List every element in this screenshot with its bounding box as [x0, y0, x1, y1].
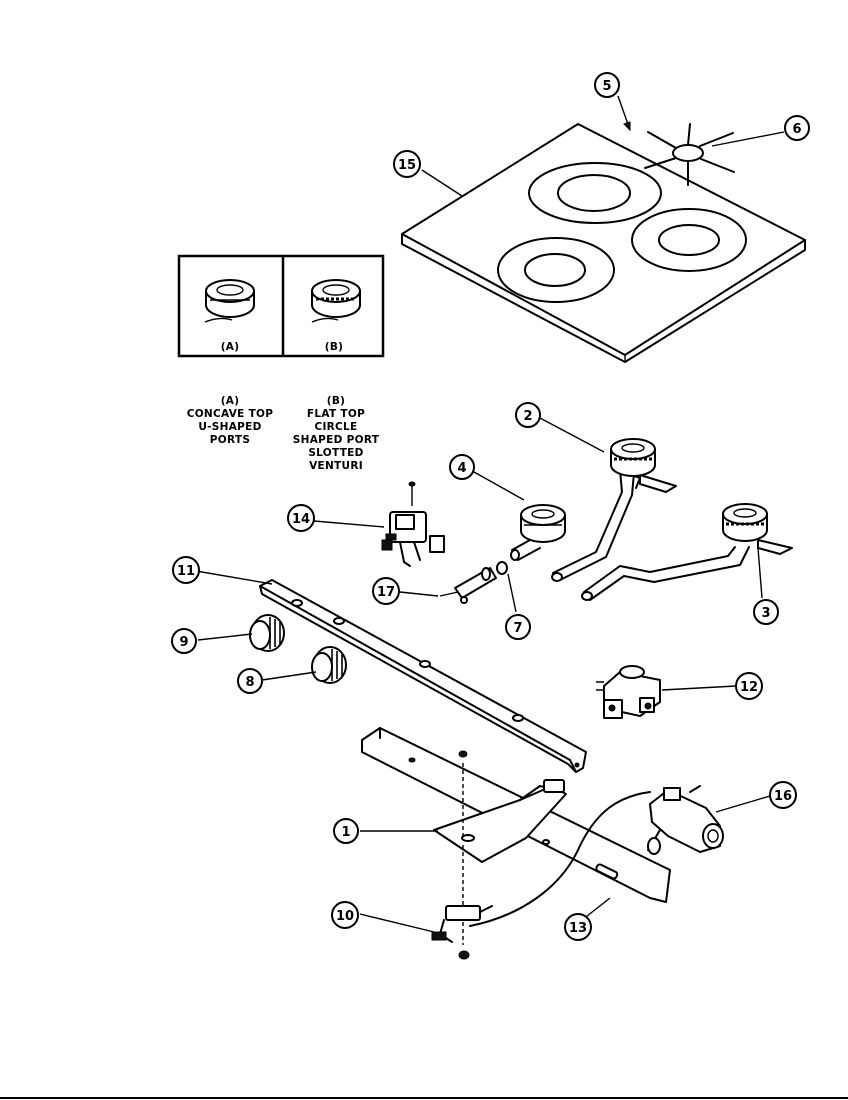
spark-electrode	[431, 905, 493, 943]
callout-6: 6	[784, 115, 810, 141]
callout-9-label: 9	[179, 635, 188, 650]
callout-8-label: 8	[245, 675, 254, 690]
callout-12-label: 12	[740, 680, 758, 695]
pressure-regulator	[596, 665, 661, 719]
ignition-switch	[381, 481, 445, 567]
note-b-line-4: SHAPED PORT	[293, 434, 380, 446]
burner-b-illustration	[311, 279, 361, 323]
note-a-line-4: PORTS	[210, 434, 250, 446]
callout-15-label: 15	[398, 158, 416, 173]
burner-4	[510, 504, 566, 561]
callout-1: 1	[333, 818, 359, 844]
inset-label-b: (B)	[325, 341, 344, 353]
note-b-line-1: (B)	[327, 395, 346, 407]
callout-16: 16	[769, 781, 797, 809]
callout-3-label: 3	[761, 606, 770, 621]
burner-a-illustration	[204, 279, 255, 323]
control-knob-9	[249, 614, 285, 652]
note-b-line-2: FLAT TOP	[307, 408, 365, 420]
note-b-line-3: CIRCLE	[314, 421, 357, 433]
callout-15: 15	[393, 150, 421, 178]
callout-6-label: 6	[792, 122, 801, 137]
callout-5: 5	[594, 72, 620, 98]
cooktop-top-panel	[401, 123, 806, 363]
burner-type-inset: (A) (B)	[177, 254, 385, 358]
callout-3: 3	[753, 599, 779, 625]
manifold-bracket	[259, 579, 587, 773]
control-knob-8	[311, 646, 347, 684]
callout-17-label: 17	[377, 585, 395, 600]
note-a-line-1: (A)	[221, 395, 240, 407]
burner-grate	[644, 123, 735, 186]
note-b-line-5: SLOTTED	[308, 447, 363, 459]
inset-label-a: (A)	[221, 341, 240, 353]
note-a: (A) CONCAVE TOP U-SHAPED PORTS	[187, 395, 274, 446]
callout-14-label: 14	[292, 512, 310, 527]
callout-9: 9	[171, 628, 197, 654]
note-a-line-2: CONCAVE TOP	[187, 408, 274, 420]
callout-4: 4	[449, 454, 475, 480]
callout-17: 17	[372, 577, 400, 605]
callout-11: 11	[172, 556, 200, 584]
callout-5-label: 5	[602, 79, 611, 94]
burner-2	[551, 438, 677, 582]
callouts: 5 6 15 2 4 14 11 17 3 7 9 8 12 16 1 10 1…	[171, 72, 810, 941]
gas-valve	[647, 785, 724, 855]
orifice-spud	[496, 561, 508, 575]
callout-4-label: 4	[457, 461, 466, 476]
callout-10-label: 10	[336, 909, 354, 924]
note-b-line-6: VENTURI	[309, 460, 363, 472]
callout-1-label: 1	[341, 825, 350, 840]
callout-13-label: 13	[569, 921, 587, 936]
callout-13: 13	[564, 913, 592, 941]
callout-10: 10	[331, 901, 359, 929]
orifice-hood	[439, 567, 497, 604]
callout-2: 2	[515, 402, 541, 428]
callout-8: 8	[237, 668, 263, 694]
burner-3	[581, 503, 793, 601]
note-b: (B) FLAT TOP CIRCLE SHAPED PORT SLOTTED …	[293, 395, 380, 472]
ignition-wire	[469, 791, 651, 927]
callout-2-label: 2	[523, 409, 532, 424]
callout-11-label: 11	[177, 564, 195, 579]
callout-14: 14	[287, 504, 315, 532]
note-a-line-3: U-SHAPED	[198, 421, 261, 433]
leader-lines	[195, 95, 785, 933]
callout-12: 12	[735, 672, 763, 700]
callout-7-label: 7	[513, 621, 522, 636]
valve-bracket	[433, 750, 567, 960]
callout-16-label: 16	[774, 789, 792, 804]
callout-7: 7	[505, 614, 531, 640]
